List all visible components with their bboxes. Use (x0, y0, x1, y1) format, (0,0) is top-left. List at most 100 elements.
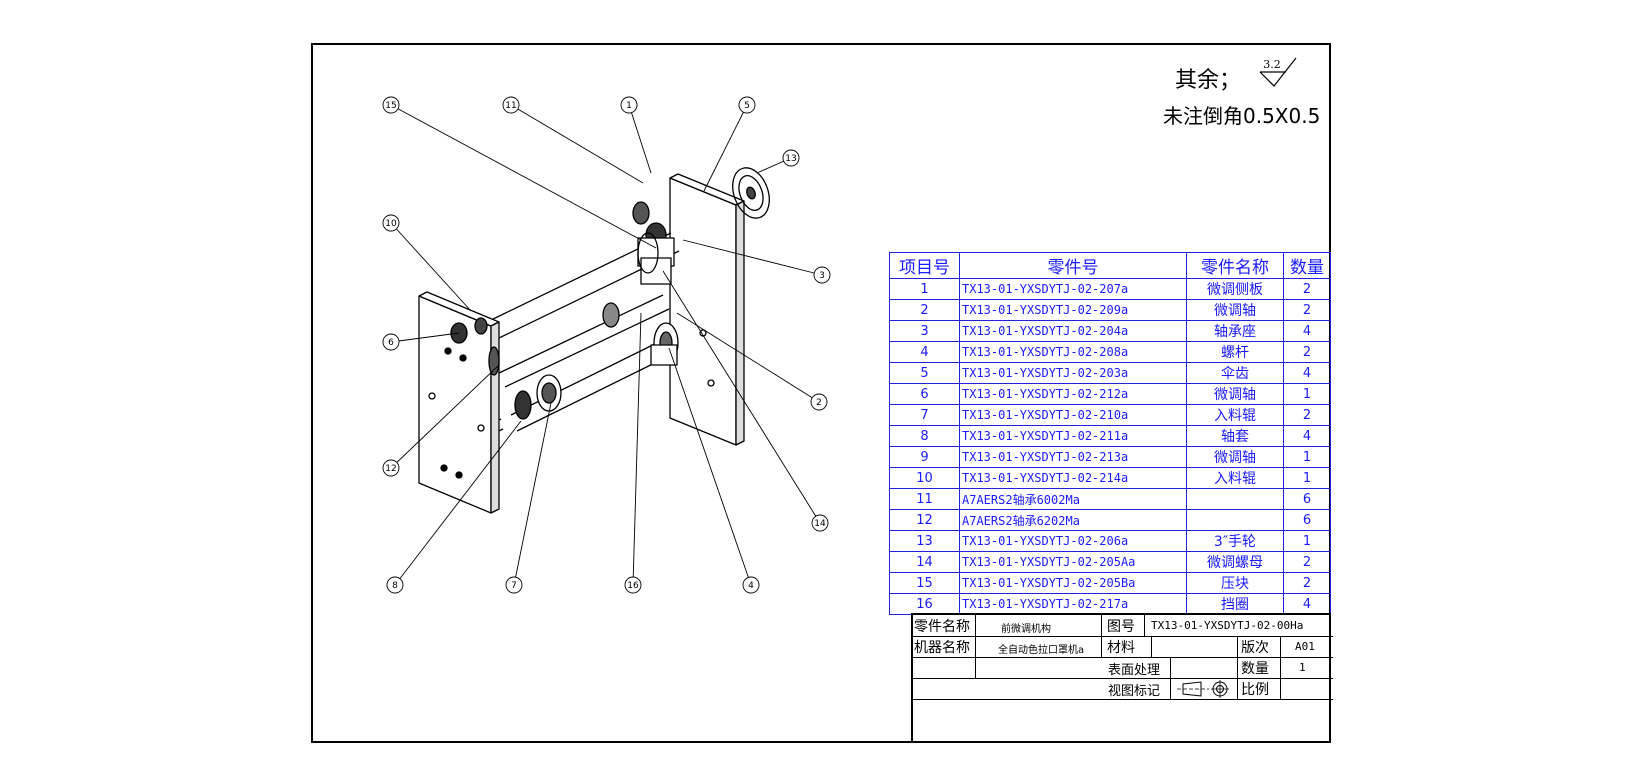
bom-header-row: 项目号 零件号 零件名称 数量 (889, 252, 1331, 279)
bom-qty: 4 (1283, 320, 1331, 342)
quantity-label: 数量 (1241, 661, 1269, 677)
bom-item-no: 16 (889, 593, 960, 615)
callout-number: 1 (626, 101, 632, 111)
callout-number: 12 (385, 464, 396, 474)
bearing-seat (637, 232, 659, 274)
bom-part-name: 微调侧板 (1186, 278, 1284, 300)
bom-qty: 2 (1283, 572, 1331, 594)
bom-qty: 4 (1283, 362, 1331, 384)
bom-part-name: 压块 (1186, 572, 1284, 594)
chamfer-note: 未注倒角0.5X0.5 (1163, 104, 1321, 128)
callout-balloon: 3 (813, 266, 831, 284)
bom-qty: 1 (1283, 530, 1331, 552)
bom-qty: 2 (1283, 404, 1331, 426)
bom-part-name: 入料辊 (1186, 467, 1284, 489)
bom-part-name: 微调螺母 (1186, 551, 1284, 573)
callout-number: 10 (385, 219, 397, 229)
callout-number: 11 (505, 101, 516, 111)
surface-treatment-label: 表面处理 (1108, 663, 1161, 678)
bom-part-name: 入料辊 (1186, 404, 1284, 426)
bom-qty: 1 (1283, 467, 1331, 489)
bevel-gear (632, 201, 650, 225)
material-label: 材料 (1107, 640, 1135, 656)
bom-part-name (1186, 488, 1284, 510)
quantity-value: 1 (1299, 661, 1306, 674)
bom-part-name: 微调轴 (1186, 383, 1284, 405)
bom-part-name: 微调轴 (1186, 299, 1284, 321)
version-label: 版次 (1241, 640, 1269, 656)
bom-part-no: TX13-01-YXSDYTJ-02-208a (959, 341, 1187, 363)
callout-balloon: 11 (502, 96, 520, 114)
bom-header-part-name: 零件名称 (1186, 252, 1284, 279)
bom-header-qty: 数量 (1283, 252, 1331, 279)
bom-qty: 2 (1283, 551, 1331, 573)
callout-balloon: 14 (811, 514, 829, 532)
bom-qty: 6 (1283, 509, 1331, 531)
bom-part-name: 伞齿 (1186, 362, 1284, 384)
callout-balloon: 12 (382, 459, 400, 477)
callout-number: 8 (392, 581, 398, 591)
right-side-plate (669, 177, 737, 446)
bom-qty: 2 (1283, 299, 1331, 321)
bom-part-no: TX13-01-YXSDYTJ-02-209a (959, 299, 1187, 321)
callout-balloon: 7 (505, 576, 523, 594)
part-name-label: 零件名称 (914, 619, 970, 635)
bom-header-part-no: 零件号 (959, 252, 1187, 279)
bom-item-no: 5 (889, 362, 960, 384)
bom-qty: 4 (1283, 593, 1331, 615)
roughness-value: 3.2 (1263, 58, 1281, 71)
part-name-value: 前微调机构 (1001, 624, 1051, 635)
callout-balloon: 2 (810, 393, 828, 411)
bom-qty: 6 (1283, 488, 1331, 510)
bom-part-no: TX13-01-YXSDYTJ-02-206a (959, 530, 1187, 552)
bom-part-no: A7AERS2轴承6202Ma (959, 509, 1187, 531)
callout-balloon: 4 (742, 576, 760, 594)
bom-part-no: TX13-01-YXSDYTJ-02-203a (959, 362, 1187, 384)
callout-balloon: 15 (382, 96, 400, 114)
bom-item-no: 13 (889, 530, 960, 552)
surface-roughness-symbol: 3.2 (1259, 57, 1297, 87)
bom-item-no: 7 (889, 404, 960, 426)
scale-label: 比例 (1241, 682, 1269, 698)
callout-number: 13 (785, 154, 796, 164)
bom-header-item-no: 项目号 (889, 252, 960, 279)
bom-part-no: TX13-01-YXSDYTJ-02-210a (959, 404, 1187, 426)
bom-qty: 4 (1283, 425, 1331, 447)
drawing-no-value: TX13-01-YXSDYTJ-02-00Ha (1151, 619, 1304, 632)
bom-item-no: 1 (889, 278, 960, 300)
projection-symbol-icon (1177, 680, 1229, 698)
bom-part-no: TX13-01-YXSDYTJ-02-214a (959, 467, 1187, 489)
bom-part-no: TX13-01-YXSDYTJ-02-211a (959, 425, 1187, 447)
callout-balloon: 13 (782, 149, 800, 167)
callout-balloon: 10 (382, 214, 400, 232)
bom-part-no: TX13-01-YXSDYTJ-02-207a (959, 278, 1187, 300)
bom-part-no: TX13-01-YXSDYTJ-02-217a (959, 593, 1187, 615)
bom-part-name: 轴承座 (1186, 320, 1284, 342)
callout-balloon: 8 (386, 576, 404, 594)
bom-part-name: 螺杆 (1186, 341, 1284, 363)
callout-balloon: 1 (620, 96, 638, 114)
handwheel (732, 167, 770, 219)
bom-qty: 1 (1283, 446, 1331, 468)
callout-balloon: 5 (738, 96, 756, 114)
bom-item-no: 10 (889, 467, 960, 489)
callout-number: 2 (816, 398, 822, 408)
bom-item-no: 2 (889, 299, 960, 321)
title-block: 零件名称 前微调机构 图号 TX13-01-YXSDYTJ-02-00Ha 机器… (911, 613, 1333, 743)
bom-part-no: A7AERS2轴承6002Ma (959, 488, 1187, 510)
